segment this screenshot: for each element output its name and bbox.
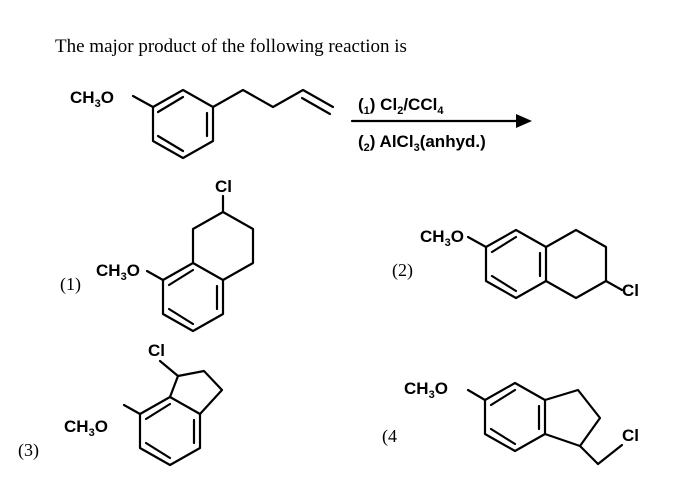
option-4-structure: [466, 381, 624, 466]
option-1-label: (1): [60, 274, 81, 295]
option-1-structure: [145, 194, 255, 333]
option-2-structure: [466, 228, 624, 300]
reagent-step-2: (2) AlCl3(anhyd.): [358, 132, 486, 154]
reactant-methoxy-label: CH3O: [70, 88, 114, 110]
option-3-methoxy: CH3O: [64, 417, 108, 439]
option-2-label: (2): [392, 260, 413, 281]
option-4-chlorine: Cl: [622, 426, 639, 445]
option-3-structure: [122, 359, 224, 467]
reactant-structure: [131, 88, 335, 160]
option-3-chlorine: Cl: [148, 341, 165, 360]
option-2-methoxy: CH3O: [420, 227, 464, 249]
reaction-arrow: [350, 114, 532, 128]
question-text: The major product of the following react…: [55, 36, 407, 57]
option-2-chlorine: Cl: [622, 281, 639, 300]
option-3-label: (3): [18, 440, 39, 461]
option-4-methoxy: CH3O: [404, 379, 448, 401]
option-4-label: (4: [382, 426, 397, 447]
reagent-step-1: (1) Cl2/CCl4: [358, 95, 444, 117]
option-1-methoxy: CH3O: [96, 261, 140, 283]
option-1-chlorine: Cl: [215, 177, 232, 196]
